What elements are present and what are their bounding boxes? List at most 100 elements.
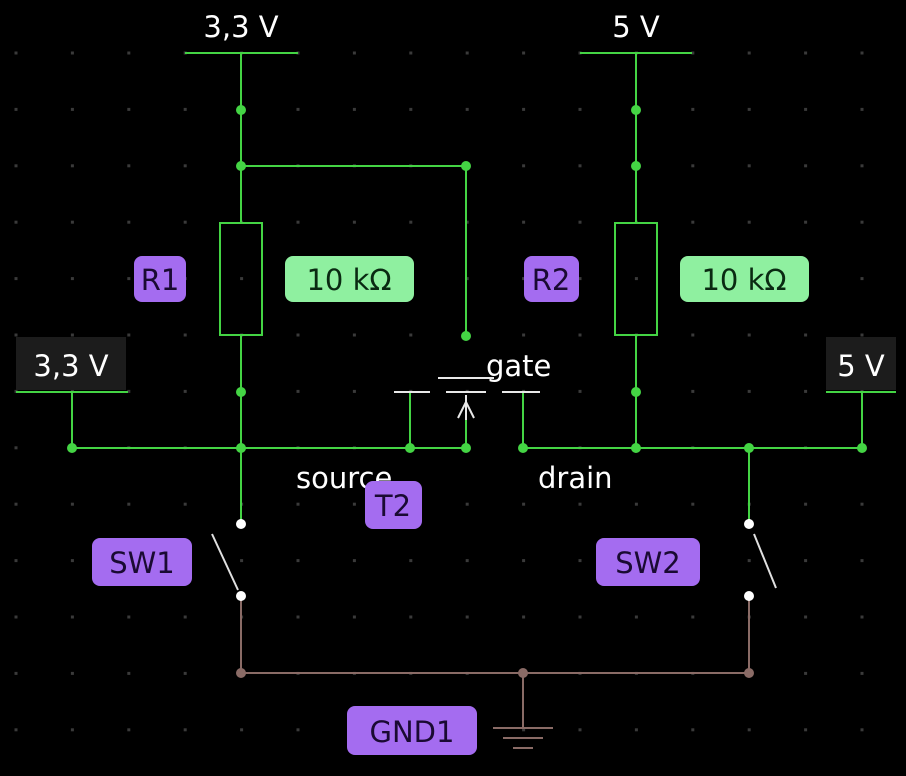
grid-dot bbox=[183, 220, 187, 224]
sw1-name-tag[interactable] bbox=[92, 538, 192, 586]
grid-dot bbox=[183, 671, 187, 675]
grid-dot bbox=[804, 615, 808, 619]
grid-dot bbox=[296, 107, 300, 111]
sw1-contact-bottom[interactable] bbox=[236, 591, 246, 601]
node[interactable] bbox=[461, 161, 471, 171]
grid-dot bbox=[70, 728, 74, 732]
wires-powered bbox=[16, 52, 896, 524]
t2-gate-label: gate bbox=[486, 349, 551, 383]
node[interactable] bbox=[631, 105, 641, 115]
gnd1-name-tag[interactable] bbox=[347, 706, 477, 755]
grid-dot bbox=[804, 164, 808, 168]
node[interactable] bbox=[631, 387, 641, 397]
grid-dot bbox=[860, 502, 864, 506]
node[interactable] bbox=[631, 443, 641, 453]
grid-dot bbox=[804, 728, 808, 732]
grid-dot bbox=[183, 389, 187, 393]
grid-dot bbox=[240, 559, 244, 563]
grid-dot bbox=[860, 333, 864, 337]
node[interactable] bbox=[67, 443, 77, 453]
supply-box-mid-right[interactable] bbox=[826, 337, 896, 390]
r1-value-tag[interactable] bbox=[285, 256, 414, 302]
grid-dot bbox=[352, 333, 356, 337]
grid-dot bbox=[183, 164, 187, 168]
grid-dot bbox=[183, 502, 187, 506]
grid-dot bbox=[804, 389, 808, 393]
sw2-contact-bottom[interactable] bbox=[744, 591, 754, 601]
sw2-name-label: SW2 bbox=[615, 546, 681, 580]
node[interactable] bbox=[518, 443, 528, 453]
grid-dot bbox=[409, 51, 413, 55]
r2-name-tag[interactable] bbox=[524, 256, 579, 302]
grid-dot bbox=[240, 277, 244, 281]
grid-dot bbox=[409, 615, 413, 619]
grid-dot bbox=[747, 51, 751, 55]
grid-dot bbox=[70, 333, 74, 337]
r2-value-tag[interactable] bbox=[680, 256, 809, 302]
grid-dot bbox=[14, 615, 18, 619]
sw1-contact-top[interactable] bbox=[236, 519, 246, 529]
grid-dot bbox=[14, 107, 18, 111]
grid-dot bbox=[70, 277, 74, 281]
node[interactable] bbox=[405, 443, 415, 453]
node[interactable] bbox=[631, 161, 641, 171]
supply-label-top-left[interactable]: 3,3 V bbox=[203, 10, 278, 44]
node[interactable] bbox=[236, 443, 246, 453]
node[interactable] bbox=[744, 443, 754, 453]
grid-dot bbox=[578, 728, 582, 732]
grid-dot bbox=[14, 559, 18, 563]
grid-dot bbox=[522, 107, 526, 111]
node[interactable] bbox=[236, 387, 246, 397]
grid-dot bbox=[296, 333, 300, 337]
grid-dot bbox=[296, 615, 300, 619]
sw2-lever[interactable] bbox=[753, 533, 777, 589]
grid-dot bbox=[465, 502, 469, 506]
grid-dot bbox=[465, 615, 469, 619]
t2-transistor-symbol[interactable] bbox=[394, 377, 540, 420]
r1-name-tag[interactable] bbox=[134, 256, 186, 302]
grid-dot bbox=[747, 333, 751, 337]
sw2-name-tag[interactable] bbox=[596, 538, 700, 586]
grid-dot bbox=[747, 220, 751, 224]
grid-dot bbox=[804, 220, 808, 224]
grid-dot bbox=[691, 107, 695, 111]
nodes-switch-contacts bbox=[236, 519, 754, 601]
grid-dot bbox=[804, 671, 808, 675]
node[interactable] bbox=[461, 443, 471, 453]
supply-box-mid-left[interactable] bbox=[16, 337, 126, 390]
r1-resistor-body[interactable] bbox=[219, 222, 263, 336]
grid-dot bbox=[465, 277, 469, 281]
grid-dot bbox=[691, 389, 695, 393]
grid-dot bbox=[578, 164, 582, 168]
t2-name-tag[interactable] bbox=[365, 481, 422, 529]
grid-dot bbox=[352, 615, 356, 619]
grid-dot bbox=[465, 220, 469, 224]
grid-dot bbox=[70, 615, 74, 619]
node[interactable] bbox=[236, 668, 246, 678]
grid-dot bbox=[860, 220, 864, 224]
node[interactable] bbox=[236, 161, 246, 171]
grid-dot bbox=[522, 502, 526, 506]
grid-dot bbox=[14, 51, 18, 55]
sw1-lever[interactable] bbox=[211, 533, 239, 591]
grid-dot bbox=[804, 107, 808, 111]
node[interactable] bbox=[518, 668, 528, 678]
r2-value-label: 10 kΩ bbox=[701, 263, 786, 297]
grid-dot bbox=[522, 333, 526, 337]
grid-dot bbox=[747, 728, 751, 732]
grid-dot bbox=[522, 220, 526, 224]
supply-label-top-right[interactable]: 5 V bbox=[612, 10, 660, 44]
node[interactable] bbox=[857, 443, 867, 453]
node[interactable] bbox=[461, 331, 471, 341]
sw2-contact-top[interactable] bbox=[744, 519, 754, 529]
grid-dot bbox=[14, 502, 18, 506]
node[interactable] bbox=[744, 668, 754, 678]
grid-dot bbox=[127, 164, 131, 168]
r2-resistor-body[interactable] bbox=[614, 222, 658, 336]
grid-dot bbox=[578, 277, 582, 281]
grid-dot bbox=[14, 164, 18, 168]
node[interactable] bbox=[236, 105, 246, 115]
grid-dot bbox=[352, 107, 356, 111]
grid-dot bbox=[127, 220, 131, 224]
grid-dot bbox=[14, 446, 18, 450]
